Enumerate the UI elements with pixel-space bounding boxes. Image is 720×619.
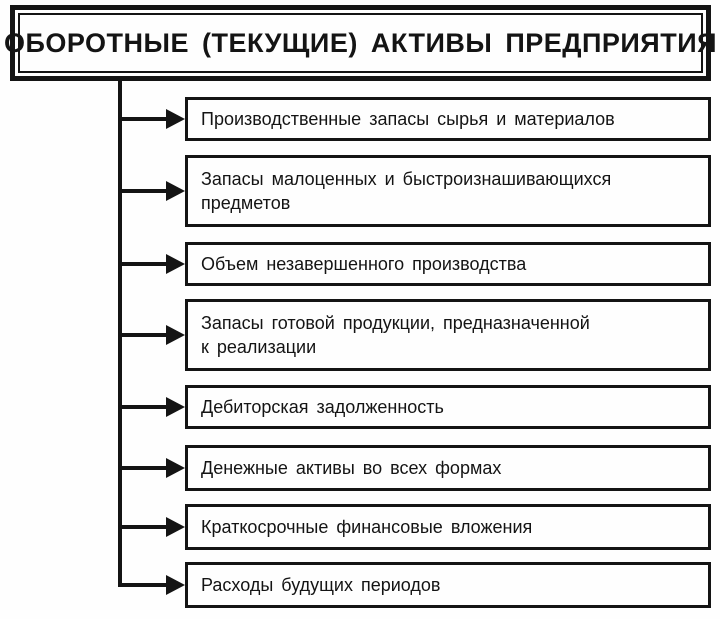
diagram-row: Запасы готовой продукции, предназначенно…	[118, 299, 711, 371]
diagram-row: Расходы будущих периодов	[118, 562, 711, 608]
item-box-short-term-investments: Краткосрочные финансовые вложения	[185, 504, 711, 550]
arrow-right-icon	[166, 325, 185, 345]
item-label: Краткосрочные финансовые вложения	[201, 516, 533, 537]
arrow-line	[118, 117, 170, 121]
item-box-production-stocks: Производственные запасы сырья и материал…	[185, 97, 711, 141]
diagram-title: ОБОРОТНЫЕ (ТЕКУЩИЕ) АКТИВЫ ПРЕДПРИЯТИЯ	[4, 13, 717, 73]
diagram-row: Дебиторская задолженность	[118, 385, 711, 429]
item-label: Запасы малоценных и быстроизнашивающихся…	[201, 168, 612, 213]
arrow-line	[118, 405, 170, 409]
diagram-row: Производственные запасы сырья и материал…	[118, 97, 711, 141]
item-box-receivables: Дебиторская задолженность	[185, 385, 711, 429]
item-box-finished-goods: Запасы готовой продукции, предназначенно…	[185, 299, 711, 371]
arrow-right-icon	[166, 397, 185, 417]
item-label: Объем незавершенного производства	[201, 253, 527, 274]
diagram-row: Запасы малоценных и быстроизнашивающихся…	[118, 155, 711, 227]
arrow-right-icon	[166, 575, 185, 595]
item-box-work-in-progress: Объем незавершенного производства	[185, 242, 711, 286]
item-label: Денежные активы во всех формах	[201, 457, 502, 478]
arrow-right-icon	[166, 517, 185, 537]
arrow-line	[118, 583, 170, 587]
item-label: Дебиторская задолженность	[201, 396, 444, 417]
arrow-line	[118, 333, 170, 337]
item-box-monetary-assets: Денежные активы во всех формах	[185, 445, 711, 491]
arrow-right-icon	[166, 109, 185, 129]
diagram-row: Краткосрочные финансовые вложения	[118, 504, 711, 550]
item-box-deferred-expenses: Расходы будущих периодов	[185, 562, 711, 608]
title-box: ОБОРОТНЫЕ (ТЕКУЩИЕ) АКТИВЫ ПРЕДПРИЯТИЯ	[4, 5, 717, 81]
diagram-row: Объем незавершенного производства	[118, 242, 711, 286]
item-label: Производственные запасы сырья и материал…	[201, 108, 615, 129]
arrow-right-icon	[166, 458, 185, 478]
arrow-right-icon	[166, 181, 185, 201]
arrow-right-icon	[166, 254, 185, 274]
item-label: Расходы будущих периодов	[201, 574, 441, 595]
arrow-line	[118, 189, 170, 193]
arrow-line	[118, 466, 170, 470]
diagram-row: Денежные активы во всех формах	[118, 445, 711, 491]
item-box-low-value-items: Запасы малоценных и быстроизнашивающихся…	[185, 155, 711, 227]
arrow-line	[118, 262, 170, 266]
arrow-line	[118, 525, 170, 529]
item-label: Запасы готовой продукции, предназначенно…	[201, 312, 590, 357]
